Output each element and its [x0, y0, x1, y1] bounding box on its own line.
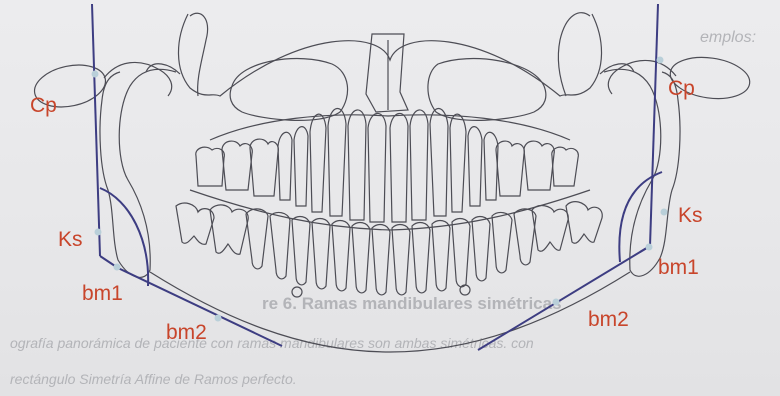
bleed-text-top: emplos: — [700, 29, 756, 46]
landmark-points — [92, 57, 668, 322]
label-bm2-right: bm2 — [588, 308, 629, 331]
label-bm1-right: bm1 — [658, 256, 699, 279]
right-gonial-arc — [619, 172, 662, 262]
ks-left-point — [95, 229, 102, 236]
label-ks-left: Ks — [58, 228, 83, 251]
left-ramus-tangent — [92, 4, 100, 256]
label-bm1-left: bm1 — [82, 282, 123, 305]
label-cp-left: Cp — [30, 94, 57, 117]
label-cp-right: Cp — [668, 77, 695, 100]
bm1-left-point — [114, 264, 121, 271]
bm2-right-point — [553, 299, 560, 306]
bm1-right-point — [646, 244, 653, 251]
right-ramus-tangent — [650, 4, 658, 246]
bleed-figure-caption: re 6. Ramas mandibulares simétricas — [262, 294, 562, 313]
cp-right-point — [657, 57, 664, 64]
bm2-left-point — [215, 315, 222, 322]
ks-right-point — [661, 209, 668, 216]
lower-teeth — [176, 202, 602, 295]
skull-outline — [178, 13, 601, 140]
label-bm2-left: bm2 — [166, 321, 207, 344]
bleed-text-line-1: ografía panorámica de paciente con ramas… — [10, 335, 534, 351]
label-ks-right: Ks — [678, 204, 703, 227]
bleed-text-line-2: rectángulo Simetría Affine de Ramos perf… — [10, 371, 297, 387]
cp-left-point — [92, 71, 99, 78]
